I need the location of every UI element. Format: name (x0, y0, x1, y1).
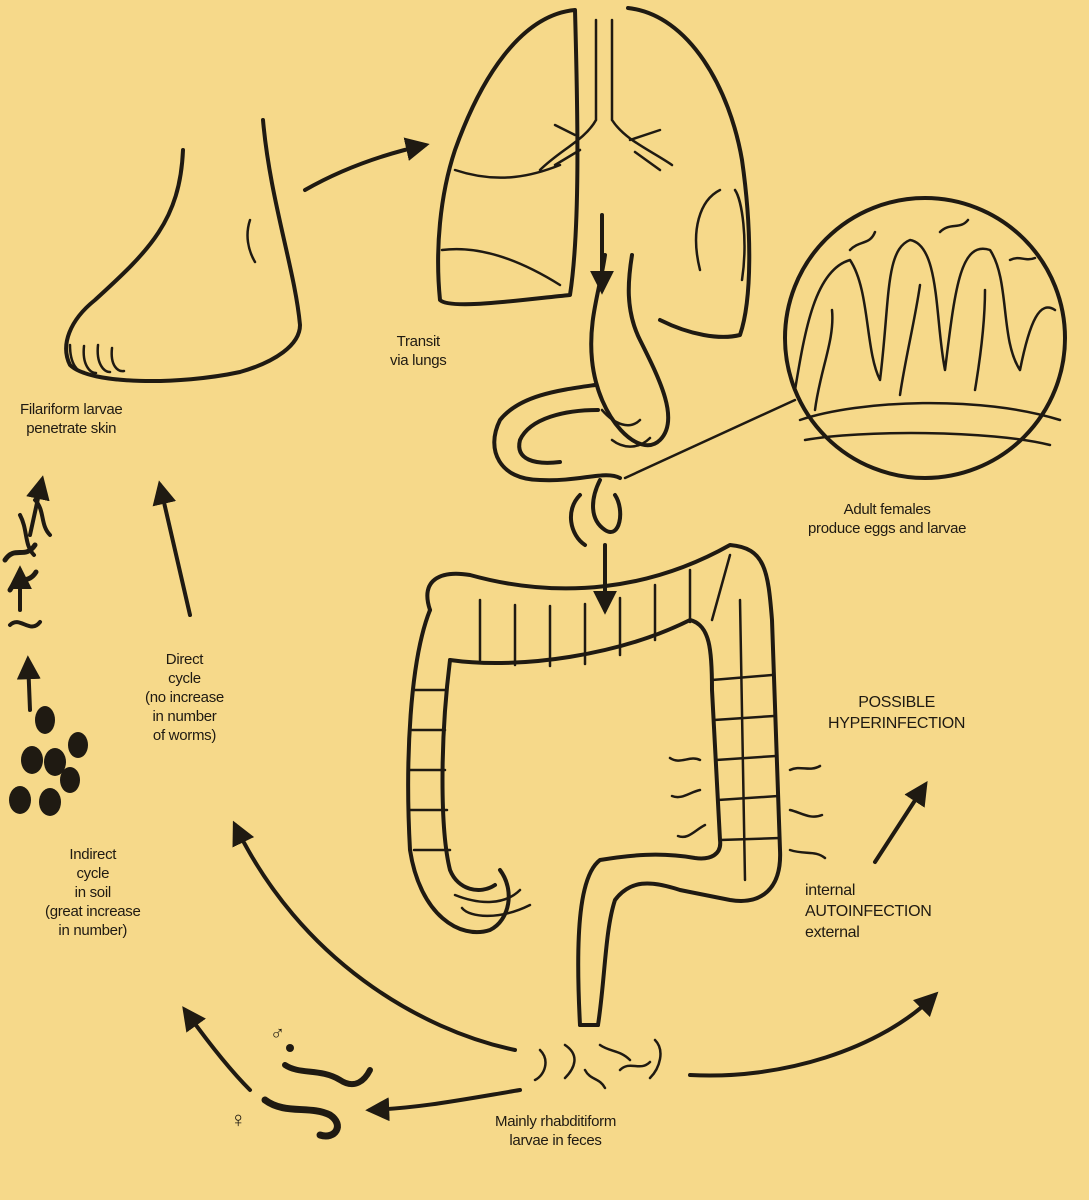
magnification-pointer-line (623, 398, 797, 480)
developing-larvae-drawing (2, 498, 52, 629)
female-symbol: ♀ (230, 1107, 247, 1132)
eggs-in-soil-drawing (9, 706, 88, 816)
cycle-arrows (7, 137, 939, 1122)
large-intestine-drawing (406, 543, 827, 1027)
male-symbol: ♂ (270, 1023, 285, 1045)
foot-drawing (64, 118, 302, 383)
rhabditiform-larvae-drawing (533, 1038, 662, 1090)
free-living-worms-drawing (261, 1044, 373, 1140)
lungs-drawing (436, 6, 752, 339)
stomach-drawing (492, 253, 671, 547)
villi-magnified-circle (783, 196, 1067, 480)
